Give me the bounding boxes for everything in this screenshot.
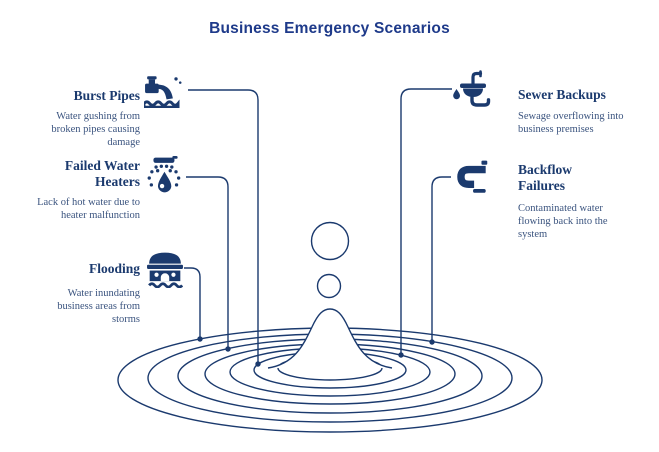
scenario-description-sewer-backups: Sewage overflowing into business premise… xyxy=(518,111,624,135)
water-droplet-large xyxy=(310,221,350,261)
connector-backflow xyxy=(431,176,451,342)
scenario-description-failed-water-heaters: Lack of hot water due to heater malfunct… xyxy=(37,197,140,221)
connector-dots xyxy=(197,336,435,367)
connector-dot xyxy=(225,346,231,352)
splash-peak xyxy=(268,309,392,368)
connector-burst-pipes xyxy=(188,89,259,364)
connector-water-heaters xyxy=(186,176,229,349)
backflow-pipe-icon xyxy=(452,160,492,203)
burst-pipe-icon xyxy=(142,75,186,113)
connector-dot xyxy=(255,361,261,367)
scenario-title-backflow-failures: Backflow Failures xyxy=(518,162,572,193)
connector-lines xyxy=(184,88,452,364)
scenario-description-backflow-failures: Contaminated water flowing back into the… xyxy=(518,203,608,240)
page-title: Business Emergency Scenarios xyxy=(209,20,450,37)
splash-peak-outline xyxy=(267,308,393,369)
flooded-building-icon xyxy=(147,251,184,293)
connector-dot xyxy=(197,336,203,342)
connector-dot xyxy=(429,339,435,345)
scenario-title-failed-water-heaters: Failed Water Heaters xyxy=(64,158,140,189)
connector-dot xyxy=(398,352,404,358)
scenario-description-flooding: Water inundating business areas from sto… xyxy=(57,288,140,325)
connector-sewer-backups xyxy=(400,88,452,355)
connector-flooding xyxy=(184,267,201,339)
water-droplet-small xyxy=(316,273,342,299)
scenario-description-burst-pipes: Water gushing from broken pipes causing … xyxy=(51,111,140,148)
scenario-title-burst-pipes: Burst Pipes xyxy=(73,88,140,103)
scenario-title-sewer-backups: Sewer Backups xyxy=(518,87,606,102)
overflowing-sink-icon xyxy=(452,69,494,114)
shower-heater-icon xyxy=(146,156,184,203)
scenario-title-flooding: Flooding xyxy=(88,261,140,276)
